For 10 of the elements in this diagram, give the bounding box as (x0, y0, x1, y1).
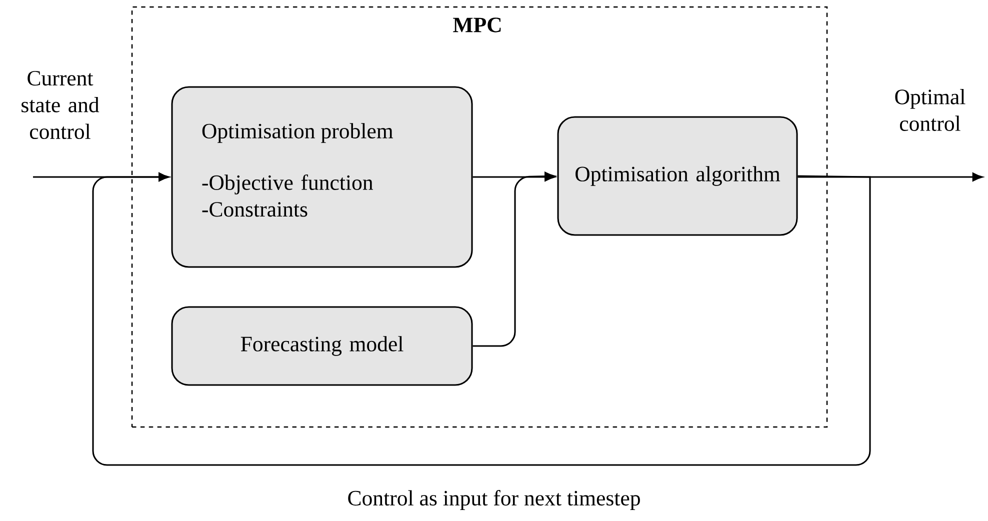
arrow (798, 172, 983, 182)
text-label: Optimal control (895, 88, 966, 132)
text-label: Current state and control (22, 70, 100, 140)
process-box: Optimisation algorithm (557, 116, 798, 236)
process-box: Forecasting model (171, 306, 473, 386)
frame-title: MPC (453, 18, 501, 32)
process-box: Optimisation problem -Objective function -Constraints (171, 86, 473, 268)
arrow (472, 172, 555, 347)
arrow (92, 172, 871, 466)
edge-label: Control as input for next timestep (346, 488, 642, 512)
